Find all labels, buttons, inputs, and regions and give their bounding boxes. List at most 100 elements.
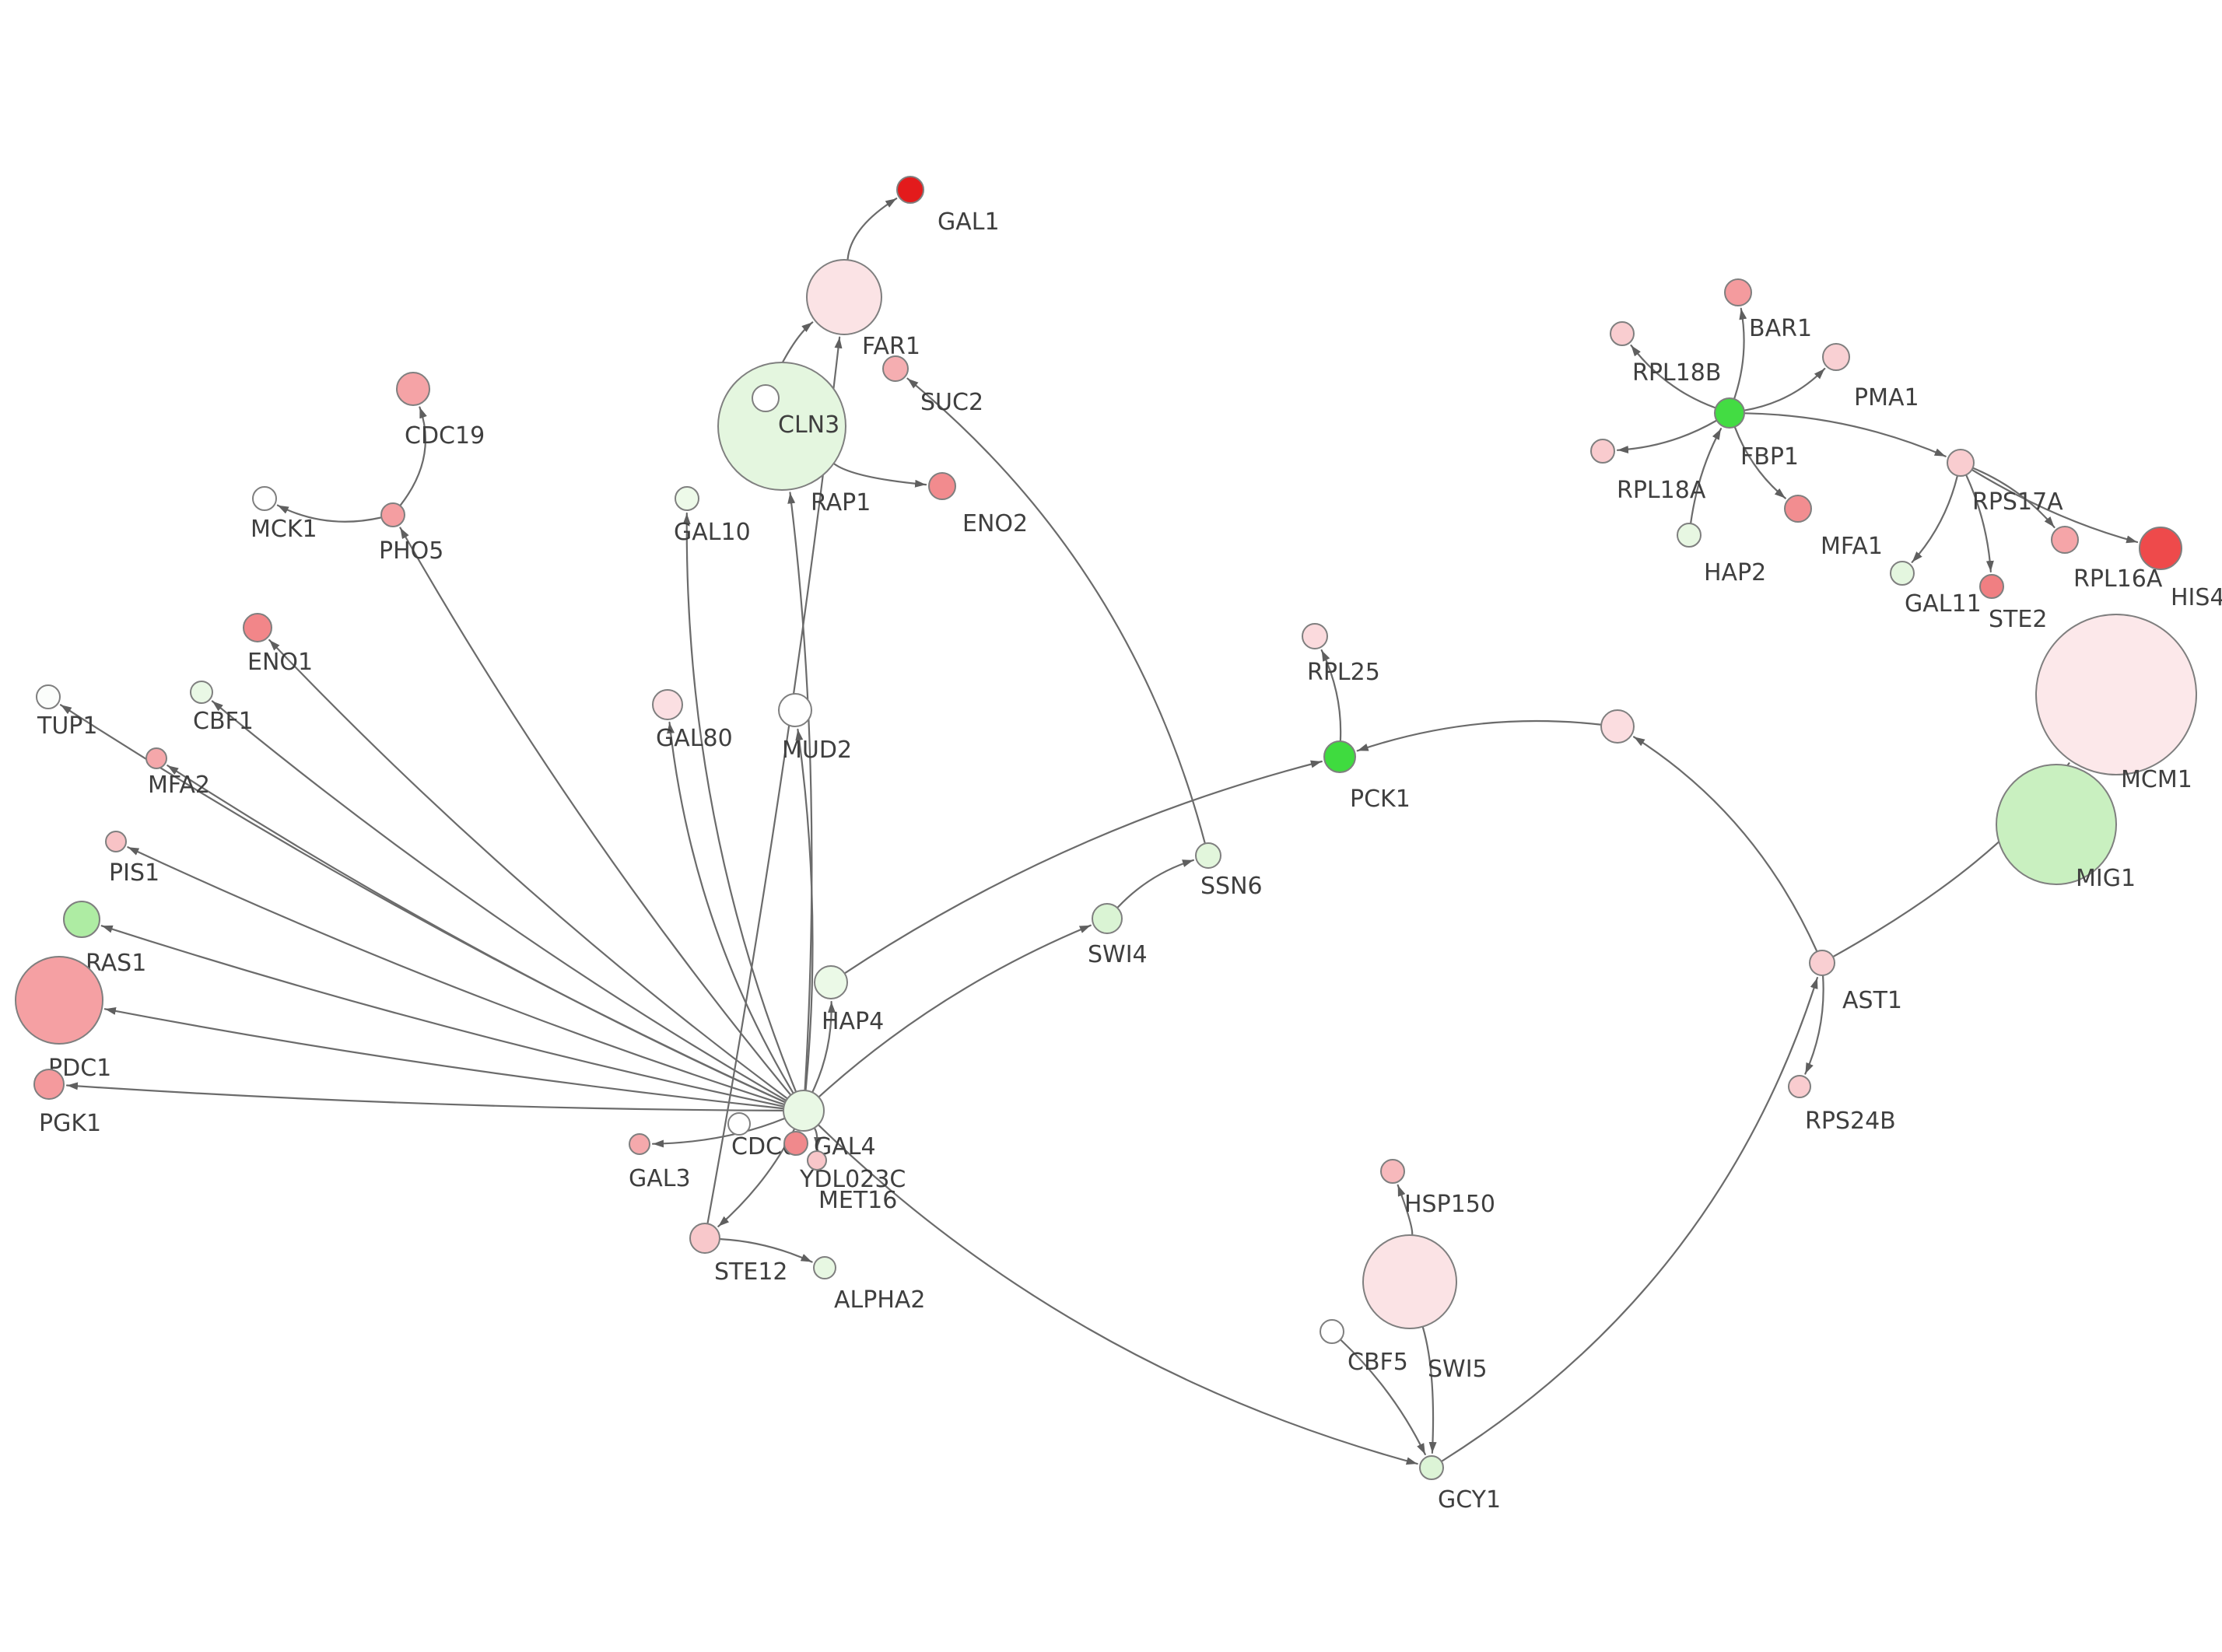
- edge-GAL4-HAP4[interactable]: [811, 1000, 836, 1093]
- node-rap1[interactable]: [717, 362, 846, 491]
- edge-GAL4-PHO5[interactable]: [399, 527, 791, 1096]
- edge-GAL4-MUD2[interactable]: [795, 728, 814, 1091]
- node-rpl16a[interactable]: [2051, 526, 2079, 554]
- node-gal11[interactable]: [1890, 561, 1915, 586]
- node-pis1[interactable]: [105, 831, 127, 852]
- edge-RPS17A-HIS4[interactable]: [1971, 469, 2139, 544]
- node-ste12[interactable]: [689, 1223, 720, 1254]
- node-pdc1[interactable]: [15, 956, 103, 1045]
- edge-GAL4-PGK1[interactable]: [65, 1082, 784, 1111]
- node-mig1[interactable]: [1996, 764, 2117, 885]
- node-ast1[interactable]: [1809, 950, 1835, 976]
- node-hsp150[interactable]: [1380, 1159, 1405, 1184]
- node-cdc19[interactable]: [396, 372, 430, 406]
- edge-RAP1-ENO2[interactable]: [833, 463, 927, 488]
- edge-HAP4-PCK1[interactable]: [844, 760, 1323, 974]
- node-mfa2[interactable]: [145, 747, 167, 769]
- node-hap4[interactable]: [814, 965, 848, 999]
- edge-GAL4-PDC1[interactable]: [103, 1007, 784, 1110]
- edge-GAL4-GAL80[interactable]: [667, 721, 794, 1094]
- node-eno1[interactable]: [243, 613, 272, 642]
- node-ydl023c[interactable]: [783, 1131, 808, 1156]
- edge-FBP1-BAR1[interactable]: [1733, 307, 1747, 400]
- node-his4[interactable]: [2139, 527, 2182, 570]
- node-gal80[interactable]: [652, 689, 683, 720]
- edge-GAL4-CBF1[interactable]: [211, 700, 787, 1101]
- edge-CBF5-GCY1[interactable]: [1340, 1339, 1426, 1455]
- edge-GAL4-RAS1[interactable]: [100, 925, 784, 1108]
- node-group-hap2: HAP2: [1677, 523, 1766, 586]
- node-cln3[interactable]: [752, 384, 780, 412]
- edge-RPS17A-RPL16A[interactable]: [1972, 467, 2056, 528]
- edge-RPS17A-GAL11[interactable]: [1911, 475, 1958, 563]
- edge-HAP2-FBP1[interactable]: [1690, 428, 1723, 524]
- node-mfa1[interactable]: [1784, 495, 1812, 523]
- node-mcm1[interactable]: [2035, 614, 2197, 775]
- node-gal3[interactable]: [629, 1133, 650, 1155]
- node-rpl18b[interactable]: [1610, 321, 1635, 346]
- node-pgk1[interactable]: [33, 1069, 65, 1100]
- node-node1[interactable]: [1600, 709, 1635, 744]
- node-alpha2[interactable]: [813, 1256, 836, 1279]
- node-ssn6[interactable]: [1195, 842, 1221, 869]
- node-swi5[interactable]: [1362, 1234, 1457, 1329]
- node-gcy1[interactable]: [1419, 1455, 1444, 1480]
- edge-GAL4-TUP1[interactable]: [59, 704, 786, 1103]
- node-rps24b[interactable]: [1788, 1075, 1811, 1098]
- node-eno2[interactable]: [928, 472, 956, 500]
- edge-FBP1-RPS17A[interactable]: [1744, 412, 1947, 457]
- node-suc2[interactable]: [882, 355, 909, 382]
- edge-GAL4-SWI4[interactable]: [818, 924, 1092, 1097]
- node-rpl18a[interactable]: [1590, 439, 1615, 464]
- edge-GAL4-PIS1[interactable]: [127, 846, 785, 1105]
- edge-SWI5-HSP150[interactable]: [1397, 1184, 1414, 1236]
- edge-GAL4-MFA2[interactable]: [166, 765, 786, 1103]
- edge-AST1-RPS24B[interactable]: [1804, 975, 1824, 1075]
- node-rpl25[interactable]: [1302, 623, 1328, 649]
- edge-STE12-ALPHA2[interactable]: [719, 1238, 813, 1263]
- node-cbf1[interactable]: [190, 681, 213, 704]
- node-cdc6[interactable]: [727, 1112, 751, 1136]
- edge-NODE1-PCK1[interactable]: [1356, 719, 1602, 752]
- edge-GAL4-ENO1[interactable]: [268, 639, 788, 1099]
- node-pho5[interactable]: [380, 502, 405, 527]
- node-swi4[interactable]: [1092, 903, 1123, 934]
- edge-GCY1-AST1[interactable]: [1441, 977, 1818, 1462]
- node-tup1[interactable]: [36, 684, 61, 709]
- edge-SWI5-GCY1[interactable]: [1421, 1326, 1437, 1454]
- node-ste2[interactable]: [1979, 574, 2004, 599]
- edge-GAL4-MET16[interactable]: [814, 1127, 822, 1150]
- node-rps17a[interactable]: [1947, 449, 1975, 477]
- edge-RPS17A-STE2[interactable]: [1965, 474, 1994, 573]
- node-far1[interactable]: [806, 259, 882, 335]
- edge-SSN6-SUC2[interactable]: [906, 377, 1206, 844]
- edge-FAR1-GAL1[interactable]: [846, 198, 898, 261]
- node-mck1[interactable]: [252, 486, 277, 511]
- edge-FBP1-MFA1[interactable]: [1734, 426, 1786, 499]
- edge-PHO5-MCK1[interactable]: [276, 504, 382, 523]
- edge-FBP1-PMA1[interactable]: [1744, 367, 1826, 411]
- node-fbp1[interactable]: [1714, 397, 1745, 429]
- node-pma1[interactable]: [1822, 343, 1850, 371]
- node-bar1[interactable]: [1724, 278, 1752, 306]
- node-ras1[interactable]: [63, 901, 100, 938]
- edge-FBP1-RPL18B[interactable]: [1630, 345, 1716, 409]
- edge-FBP1-RPL18A[interactable]: [1616, 419, 1717, 453]
- node-met16[interactable]: [807, 1150, 827, 1171]
- edge-SWI4-SSN6[interactable]: [1116, 859, 1194, 908]
- edge-PHO5-CDC19[interactable]: [399, 406, 427, 506]
- node-gal4[interactable]: [783, 1090, 825, 1132]
- edge-GAL4-GAL3[interactable]: [651, 1118, 786, 1148]
- node-hap2[interactable]: [1677, 523, 1702, 548]
- node-gal1[interactable]: [896, 176, 924, 204]
- node-mud2[interactable]: [778, 693, 812, 727]
- edge-AST1-NODE1[interactable]: [1633, 736, 1818, 952]
- node-cbf5[interactable]: [1320, 1319, 1344, 1344]
- edge-GAL4-RAP1[interactable]: [787, 492, 813, 1091]
- node-pck1[interactable]: [1323, 740, 1356, 773]
- node-gal10[interactable]: [675, 486, 699, 511]
- edge-GAL4-GCY1[interactable]: [818, 1124, 1418, 1465]
- edge-PCK1-RPL25[interactable]: [1320, 649, 1342, 742]
- edge-GAL4-GAL10[interactable]: [682, 512, 797, 1093]
